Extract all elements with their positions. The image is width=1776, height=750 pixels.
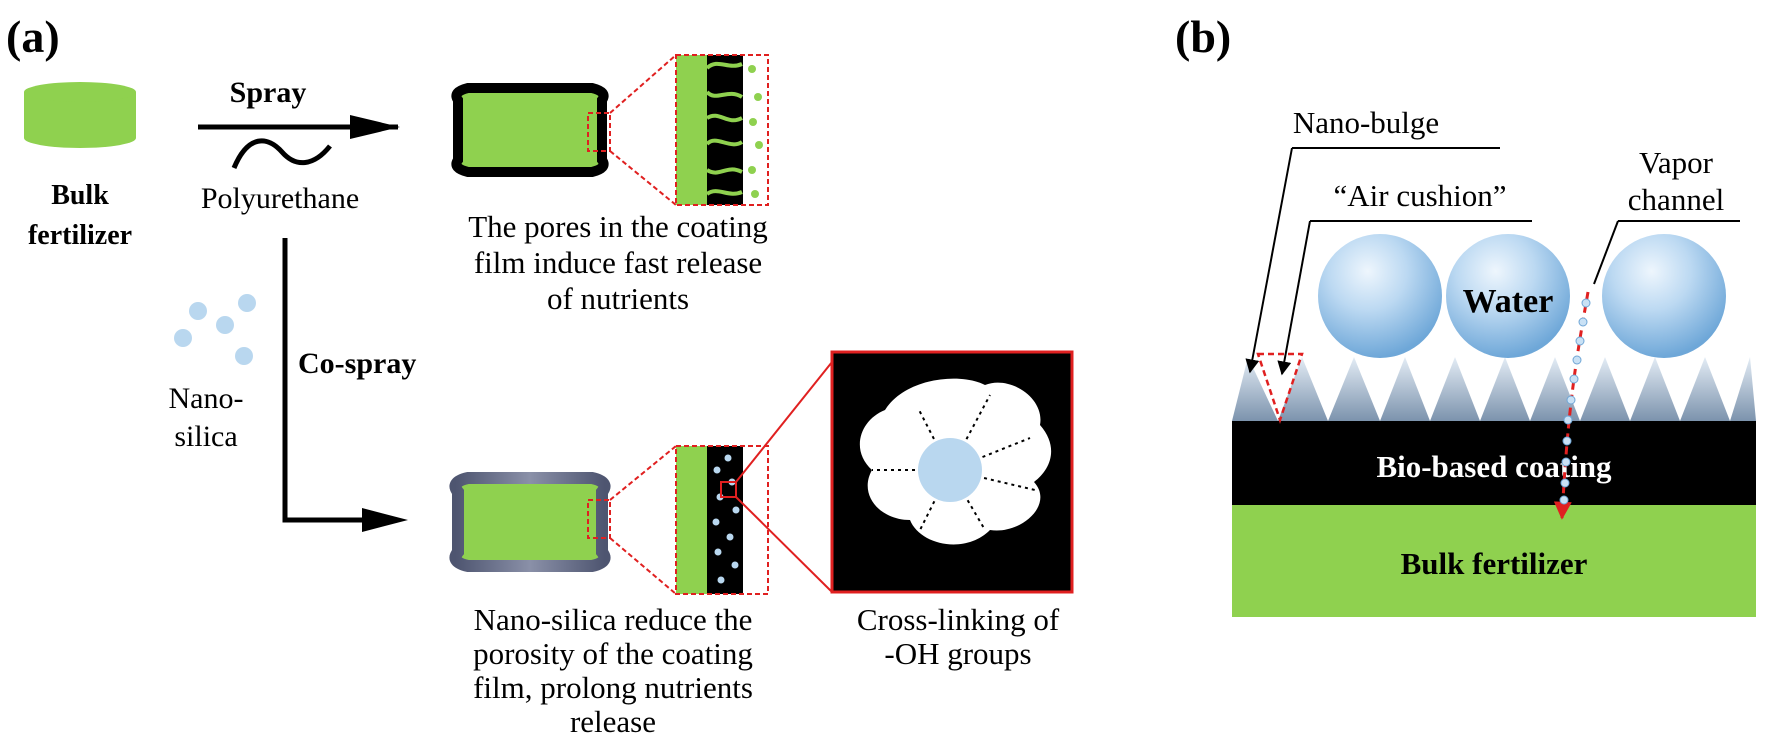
zoom-line-bottom-2 [609, 537, 677, 595]
zoom-line-bottom-1 [609, 445, 677, 501]
bulk-fertilizer-layer [1232, 505, 1756, 617]
bulk-fertilizer-pill [24, 82, 136, 148]
coated-granule-bottom [449, 472, 611, 572]
zoom-line-top-1 [609, 54, 677, 114]
pores-caption: The pores in the coating film induce fas… [468, 209, 768, 316]
vapor-channel-label-2: channel [1628, 182, 1724, 217]
svg-text:release: release [570, 704, 656, 739]
nanosilica-label-2: silica [174, 420, 237, 453]
bulk-fertilizer-label-2: fertilizer [28, 220, 132, 251]
cospray-label: Co-spray [298, 347, 416, 380]
svg-text:film, prolong nutrients: film, prolong nutrients [473, 670, 753, 705]
svg-text:porosity of the coating: porosity of the coating [473, 636, 753, 671]
fertilizer-label: Bulk fertilizer [1401, 546, 1588, 581]
nano-bulge-leader [1245, 147, 1293, 374]
coating-label: Bio-based coating [1376, 449, 1612, 484]
crosslinking-detail-box [830, 350, 1074, 594]
coated-granule-top [451, 83, 609, 177]
crosslink-caption: Cross-linking of -OH groups [857, 602, 1060, 671]
zoom-box-top-small [587, 112, 611, 152]
bulk-fertilizer-label-1: Bulk [51, 180, 109, 211]
vapor-channel-label-1: Vapor [1639, 145, 1714, 180]
panel-a-label: (a) [6, 11, 60, 62]
zoom-line-detail-2 [735, 496, 833, 593]
vapor-channel-leader [1593, 220, 1619, 285]
polyurethane-squiggle [231, 138, 332, 169]
zoom-line-top-2 [609, 150, 677, 206]
svg-text:of nutrients: of nutrients [547, 281, 689, 316]
svg-text:film induce fast release: film induce fast release [474, 245, 762, 280]
coating-cross-section-top [675, 54, 769, 206]
water-label: Water [1463, 283, 1554, 320]
vapor-droplets [1559, 298, 1591, 505]
svg-text:Cross-linking of: Cross-linking of [857, 602, 1060, 637]
svg-text:The pores in the coating: The pores in the coating [468, 209, 768, 244]
bio-based-coating-layer [1232, 421, 1756, 505]
spray-label: Spray [230, 76, 307, 109]
nanosilica-particles [174, 294, 256, 365]
nano-bulge-label: Nano-bulge [1293, 105, 1439, 140]
svg-text:Nano-silica reduce the: Nano-silica reduce the [474, 602, 753, 637]
svg-text:-OH groups: -OH groups [884, 636, 1031, 671]
cospray-arrow-head [362, 508, 408, 532]
water-droplet-2 [1446, 234, 1570, 358]
nano-bulge-highlight [1256, 352, 1304, 424]
nanosilica-caption: Nano-silica reduce the porosity of the c… [473, 602, 753, 739]
cospray-arrow [282, 238, 380, 523]
zoom-line-detail-1 [735, 361, 833, 483]
air-cushion-label: “Air cushion” [1333, 178, 1506, 213]
panel-b-label: (b) [1175, 11, 1231, 62]
air-cushion-leader [1277, 220, 1311, 376]
polyurethane-label: Polyurethane [201, 182, 359, 215]
zoom-box-bottom-small [587, 499, 611, 539]
coating-cross-section-bottom [675, 445, 769, 595]
water-droplet-1 [1318, 234, 1442, 358]
water-droplet-3 [1602, 234, 1726, 358]
spray-arrow-head [350, 115, 400, 139]
nano-bulge-spikes [1232, 357, 1756, 421]
nanosilica-label-1: Nano- [169, 382, 244, 415]
